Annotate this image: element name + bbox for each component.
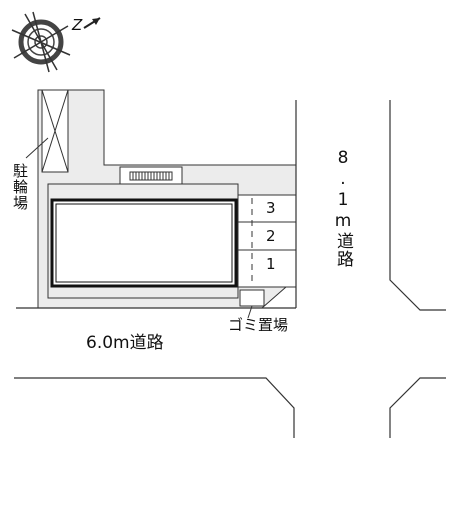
- garbage-label: ゴミ置場: [228, 316, 289, 334]
- compass-letter: Z: [72, 16, 83, 34]
- parking-space-2: 2: [266, 227, 276, 245]
- parking-spaces: [237, 194, 297, 288]
- building: [50, 198, 238, 288]
- north-arrow-icon: [83, 17, 101, 29]
- right-road-label: 8.1m道路: [333, 148, 353, 268]
- road-lines: [14, 100, 446, 438]
- bicycle-parking-label: 駐輪場: [11, 163, 29, 211]
- compass-icon: [11, 11, 101, 73]
- garbage-area: [239, 289, 265, 307]
- bottom-road-label: 6.0m道路: [86, 333, 164, 353]
- entrance-stairs: [119, 166, 183, 185]
- parking-space-1: 1: [266, 255, 276, 273]
- bicycle-parking-area: [25, 89, 69, 173]
- parking-space-3: 3: [266, 199, 276, 217]
